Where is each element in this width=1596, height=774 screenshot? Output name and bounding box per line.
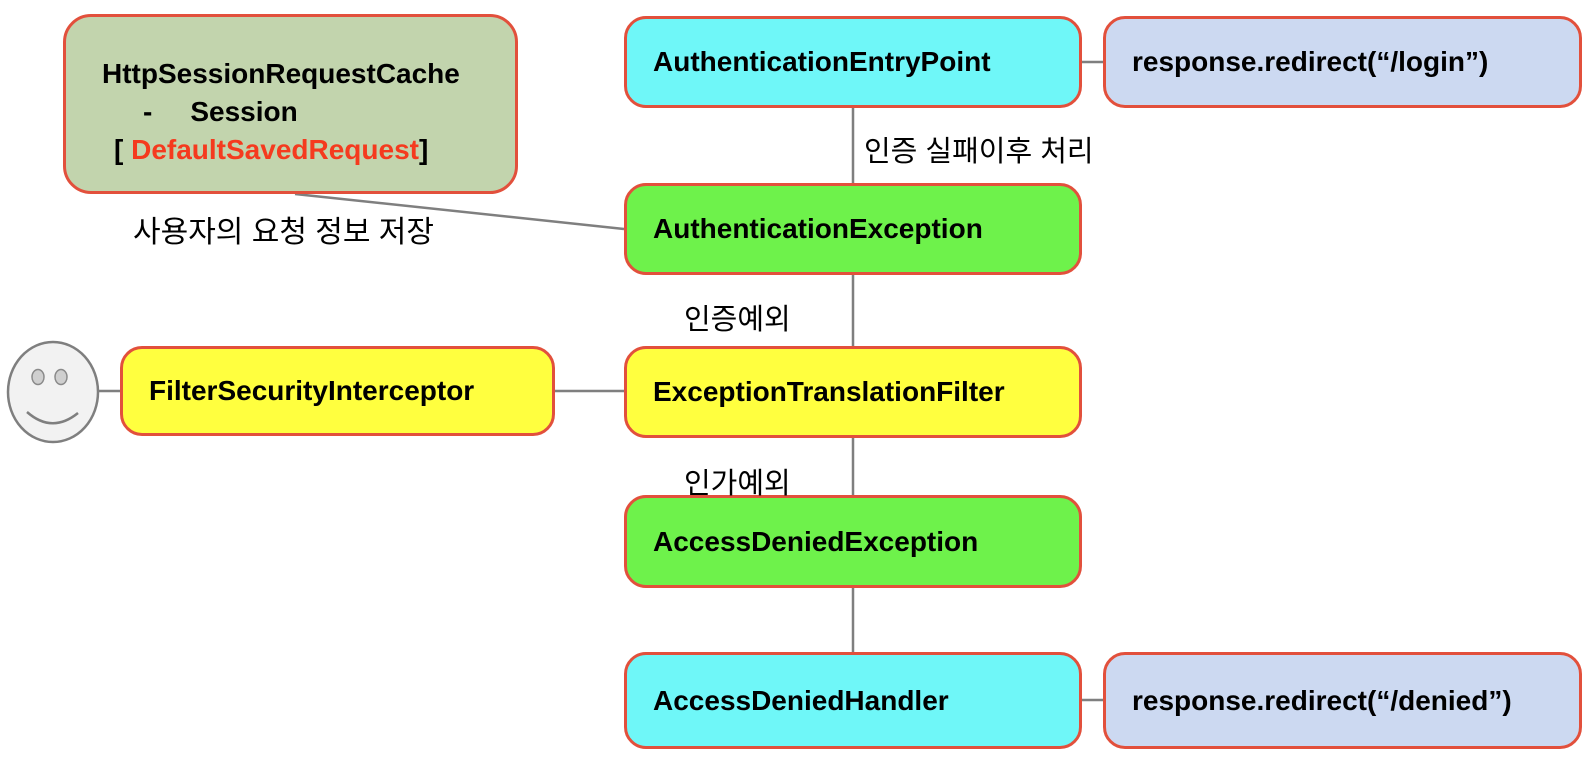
node-exception-translation-filter: ExceptionTranslationFilter [624,346,1082,438]
node-label: response.redirect(“/denied”) [1132,684,1512,716]
node-label: AuthenticationException [653,213,983,244]
request-cache-session-line: -Session [143,96,298,127]
edge-label-auth-failure-handling: 인증 실패이후 처리 [864,136,1094,168]
request-cache-title: HttpSessionRequestCache [102,58,460,89]
node-label: ExceptionTranslationFilter [653,376,1005,407]
edge-label-authentication-exception: 인증예외 [684,304,791,336]
node-filter-security-interceptor: FilterSecurityInterceptor [120,346,555,436]
node-authentication-entry-point: AuthenticationEntryPoint [624,16,1082,108]
default-saved-request-highlight: DefaultSavedRequest [131,134,419,165]
user-icon [6,340,100,444]
node-response-redirect-denied: response.redirect(“/denied”) [1103,652,1582,749]
node-http-session-request-cache: HttpSessionRequestCache -Session [ Defau… [63,14,518,194]
node-label: FilterSecurityInterceptor [149,375,475,406]
connector-cache-to-authexception [294,192,625,231]
node-label: AccessDeniedHandler [653,684,949,716]
node-label: response.redirect(“/login”) [1132,46,1489,77]
node-label: AccessDeniedException [653,525,979,557]
request-cache-saved-request-line: [ DefaultSavedRequest] [114,134,429,165]
node-access-denied-exception: AccessDeniedException [624,495,1082,588]
node-authentication-exception: AuthenticationException [624,183,1082,275]
node-response-redirect-login: response.redirect(“/login”) [1103,16,1582,108]
node-label: AuthenticationEntryPoint [653,46,991,77]
edge-label-authorization-exception: 인가예외 [684,468,791,500]
edge-label-save-user-request: 사용자의 요청 정보 저장 [133,216,435,249]
node-access-denied-handler: AccessDeniedHandler [624,652,1082,749]
